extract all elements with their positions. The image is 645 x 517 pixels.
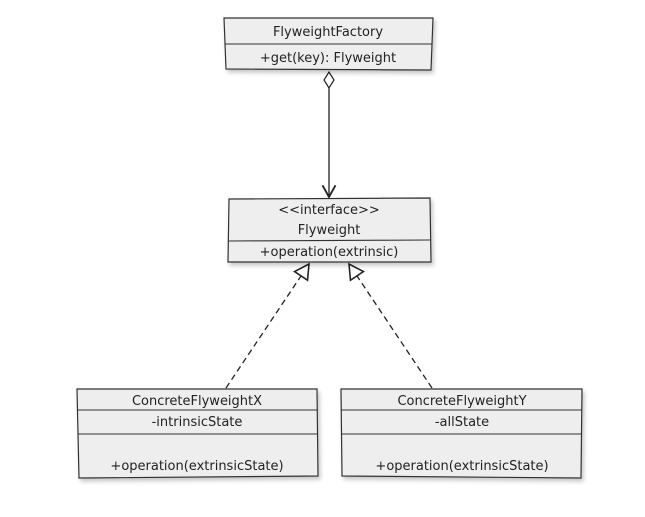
- class-method: +operation(extrinsicState): [110, 459, 283, 474]
- interface-flyweight[interactable]: [227, 197, 432, 263]
- stereotype-label: <<interface>>: [278, 203, 380, 218]
- class-name: ConcreteFlyweightX: [132, 394, 262, 409]
- class-attribute: -allState: [435, 415, 489, 430]
- class-flyweight-factory[interactable]: [223, 17, 434, 71]
- class-method: +get(key): Flyweight: [260, 51, 396, 66]
- class-name: Flyweight: [298, 223, 361, 238]
- class-attribute: -intrinsicState: [152, 415, 243, 430]
- class-concrete-flyweight-x[interactable]: [76, 388, 319, 479]
- class-method: +operation(extrinsicState): [375, 459, 548, 474]
- class-name: FlyweightFactory: [273, 25, 383, 40]
- class-name: ConcreteFlyweightY: [397, 394, 526, 409]
- edges: [225, 70, 433, 389]
- realization-line-x: [225, 264, 309, 389]
- class-concrete-flyweight-y[interactable]: [340, 388, 583, 479]
- realization-line-y: [349, 264, 433, 389]
- aggregation-diamond: [323, 70, 335, 90]
- class-method: +operation(extrinsic): [260, 245, 399, 260]
